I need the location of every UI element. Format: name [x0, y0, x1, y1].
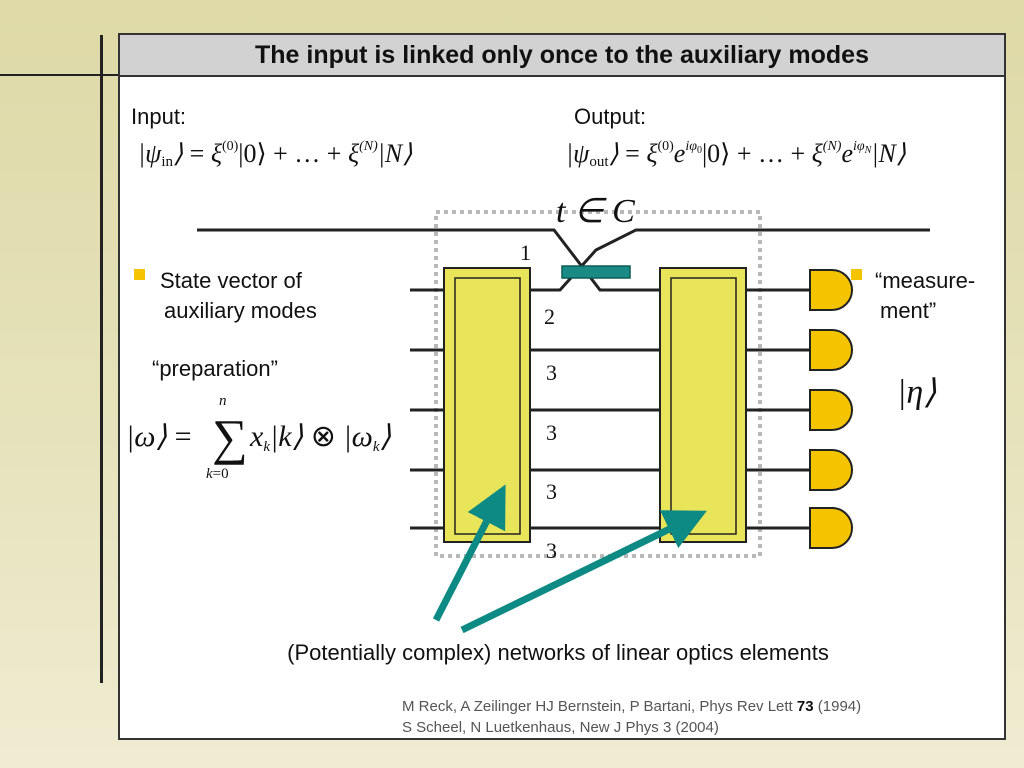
bullet-state-vector-line1: State vector of [160, 268, 303, 293]
detector-icon [809, 389, 853, 431]
measurement-line2: ment” [880, 298, 936, 323]
beam-splitter [561, 265, 631, 279]
slide-frame: The input is linked only once to the aux… [118, 33, 1006, 740]
output-formula: |ψout⟩ = ξ(0)eiφ0|0⟩ + … + ξ(N)eiφN|N⟩ [566, 139, 906, 170]
detector-icon [809, 507, 853, 549]
decorative-horizontal-line [0, 74, 120, 76]
svg-text:k=0: k=0 [206, 466, 229, 482]
input-formula: |ψin⟩ = ξ(0)|0⟩ + … + ξ(N)|N⟩ [138, 139, 412, 170]
state-formula: |ω⟩ = ∑ n k=0 xk|k⟩ ⊗ |ωk⟩ [126, 393, 392, 482]
reference-1: M Reck, A Zeilinger HJ Bernstein, P Bart… [402, 698, 861, 715]
preparation-label: “preparation” [152, 356, 278, 381]
svg-text:n: n [219, 393, 227, 409]
svg-text:∑: ∑ [212, 409, 248, 465]
slide-title: The input is linked only once to the aux… [254, 40, 869, 69]
mode-label-3b: 3 [546, 420, 557, 445]
bullet-square-icon [851, 269, 862, 280]
arrow-to-left-network [432, 484, 506, 622]
mode-label-3d: 3 [546, 538, 557, 563]
output-label: Output: [574, 104, 646, 129]
mode-label-3a: 3 [546, 360, 557, 385]
svg-text:|ψout⟩ = ξ(0)eiφ0|0⟩ + … + ξ(N: |ψout⟩ = ξ(0)eiφ0|0⟩ + … + ξ(N)eiφN|N⟩ [566, 139, 906, 170]
mode-line-1 [197, 228, 662, 292]
left-network-box [443, 267, 531, 543]
title-bar: The input is linked only once to the aux… [120, 35, 1004, 77]
right-network-box [659, 267, 747, 543]
svg-text:|ω⟩ =: |ω⟩ = [126, 420, 192, 453]
bullet-state-vector-line2: auxiliary modes [164, 298, 317, 323]
mode-label-2: 2 [544, 304, 555, 329]
reference-2: S Scheel, N Luetkenhaus, New J Phys 3 (2… [402, 719, 719, 736]
detector-icon [809, 329, 853, 371]
coupler-label: t ∈ C [556, 193, 635, 230]
network-enclosure [434, 210, 762, 558]
arrow-to-right-network [460, 510, 707, 634]
input-label: Input: [131, 104, 186, 129]
caption-text: (Potentially complex) networks of linear… [287, 640, 829, 665]
decorative-vertical-line [100, 35, 103, 683]
detector-icon [809, 269, 853, 311]
detector-state-formula: |η⟩ [897, 374, 936, 411]
svg-text:xk|k⟩ ⊗ |ωk⟩: xk|k⟩ ⊗ |ωk⟩ [249, 420, 392, 455]
detector-icon [809, 449, 853, 491]
mode-label-1: 1 [520, 240, 531, 265]
bullet-square-icon [134, 269, 145, 280]
mode-label-3c: 3 [546, 479, 557, 504]
measurement-line1: “measure- [875, 268, 975, 293]
svg-text:|ψin⟩ = ξ(0)|0⟩ + … + ξ(N)|N⟩: |ψin⟩ = ξ(0)|0⟩ + … + ξ(N)|N⟩ [138, 139, 412, 170]
